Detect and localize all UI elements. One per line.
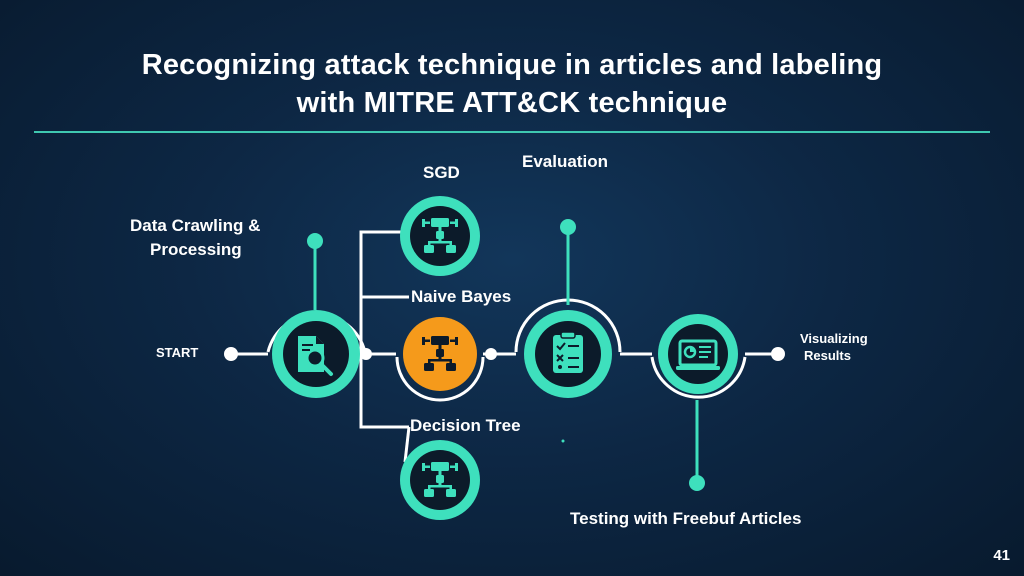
connector-dot bbox=[485, 348, 497, 360]
evaluation-stem-dot bbox=[560, 219, 576, 235]
visualizing-label: Visualizing Results bbox=[800, 330, 868, 364]
start-endpoint-dot bbox=[224, 347, 238, 361]
evaluation-label: Evaluation bbox=[522, 152, 608, 171]
visualizing-label-line-1: Visualizing bbox=[800, 331, 868, 346]
evaluation-node bbox=[524, 310, 612, 398]
data-crawling-label: Data Crawling & Processing bbox=[130, 214, 260, 262]
testing-stem-dot bbox=[689, 475, 705, 491]
flow-endpoints bbox=[224, 347, 785, 361]
decision-tree-node bbox=[400, 440, 480, 520]
sgd-label: SGD bbox=[423, 163, 460, 182]
decision-tree-label: Decision Tree bbox=[410, 416, 521, 435]
visualizing-node bbox=[658, 314, 738, 394]
decorative-dot bbox=[561, 439, 565, 443]
document-search-icon bbox=[298, 336, 333, 376]
naive-bayes-node bbox=[403, 317, 477, 391]
testing-label: Testing with Freebuf Articles bbox=[570, 509, 802, 528]
connector-dot bbox=[360, 348, 372, 360]
node-stems bbox=[313, 228, 699, 482]
end-endpoint-dot bbox=[771, 347, 785, 361]
slide-title-line-1: Recognizing attack technique in articles… bbox=[141, 49, 883, 81]
sgd-node bbox=[400, 196, 480, 276]
data-crawling-label-line-2: Processing bbox=[150, 240, 242, 259]
naive-bayes-label: Naive Bayes bbox=[411, 287, 512, 306]
page-number: 41 bbox=[993, 547, 1010, 564]
start-label: START bbox=[156, 345, 199, 360]
checklist-icon bbox=[553, 331, 583, 373]
data-crawling-label-line-1: Data Crawling & bbox=[130, 216, 261, 235]
data-crawling-stem-dot bbox=[307, 233, 323, 249]
title-divider bbox=[34, 131, 990, 133]
slide-title: Recognizing attack technique in articles… bbox=[0, 46, 1024, 122]
data-crawling-node bbox=[272, 310, 360, 398]
monitor-chart-icon bbox=[676, 339, 720, 370]
visualizing-label-line-2: Results bbox=[804, 348, 851, 363]
slide-title-line-2: with MITRE ATT&CK technique bbox=[296, 87, 728, 119]
